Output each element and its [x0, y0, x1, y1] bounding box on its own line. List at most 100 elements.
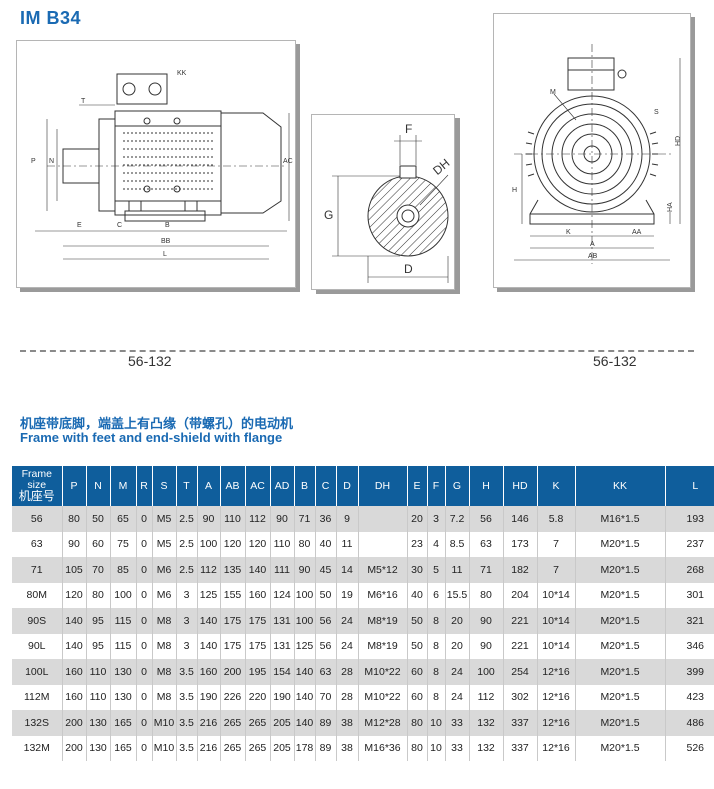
table-cell: M16*1.5 — [574, 506, 665, 532]
table-cell: 80 — [406, 735, 427, 761]
table-cell: 45 — [314, 557, 336, 583]
label-bb: BB — [161, 238, 171, 245]
table-cell: 216 — [196, 735, 220, 761]
table-cell: 10 — [426, 735, 445, 761]
cell-frame-size: 56 — [12, 506, 62, 532]
table-cell: 175 — [219, 608, 245, 634]
table-cell: M20*1.5 — [574, 608, 665, 634]
table-cell: 221 — [502, 608, 537, 634]
table-cell: 8.5 — [444, 531, 469, 557]
table-cell: 56 — [468, 506, 503, 532]
table-cell: M20*1.5 — [574, 735, 665, 761]
label-l: L — [163, 251, 167, 258]
label-e: E — [77, 222, 82, 229]
table-cell: 125 — [196, 582, 220, 608]
table-cell — [357, 531, 407, 557]
table-cell: 28 — [335, 659, 358, 685]
table-cell: 112 — [468, 684, 503, 710]
table-cell: 265 — [219, 735, 245, 761]
header-cell: AB — [219, 466, 245, 506]
table-cell: 195 — [244, 659, 270, 685]
table-cell: 140 — [244, 557, 270, 583]
table-cell: 24 — [444, 659, 469, 685]
table-cell: 8 — [426, 659, 445, 685]
table-cell: 3.5 — [175, 735, 197, 761]
table-cell: 3 — [175, 633, 197, 659]
table-cell: M10*22 — [357, 659, 407, 685]
table-cell: 63 — [314, 659, 336, 685]
header-cell: B — [293, 466, 315, 506]
table-cell: 237 — [664, 531, 714, 557]
table-cell: 130 — [109, 684, 136, 710]
table-cell: M8*19 — [357, 633, 407, 659]
header-cell: KK — [574, 466, 665, 506]
table-cell: 8 — [426, 684, 445, 710]
table-cell: 10*14 — [536, 608, 575, 634]
table-cell: 80 — [468, 582, 503, 608]
table-cell: 0 — [135, 684, 152, 710]
table-cell: 110 — [269, 531, 294, 557]
table-cell: 132 — [468, 735, 503, 761]
table-cell: 12*16 — [536, 659, 575, 685]
table-cell: M5*12 — [357, 557, 407, 583]
label-d: D — [404, 262, 413, 276]
table-cell: 115 — [109, 633, 136, 659]
table-cell: 100 — [109, 582, 136, 608]
table-cell: 20 — [444, 608, 469, 634]
section-divider — [20, 350, 694, 352]
table-cell: 160 — [244, 582, 270, 608]
table-cell: 135 — [219, 557, 245, 583]
side-view-frame: KK T P N AC E C B BB L — [16, 40, 296, 288]
table-cell: 3 — [426, 506, 445, 532]
table-cell: 8 — [426, 633, 445, 659]
table-cell: 0 — [135, 710, 152, 736]
label-c: C — [117, 222, 122, 229]
table-cell: 173 — [502, 531, 537, 557]
table-cell: 7 — [536, 531, 575, 557]
table-cell: 132 — [468, 710, 503, 736]
table-cell: 112 — [196, 557, 220, 583]
table-cell: 80 — [293, 531, 315, 557]
label-aa: AA — [632, 229, 642, 236]
table-cell: 63 — [468, 531, 503, 557]
table-cell: 105 — [61, 557, 86, 583]
table-cell: M20*1.5 — [574, 531, 665, 557]
table-cell: 175 — [244, 633, 270, 659]
table-cell: M6*16 — [357, 582, 407, 608]
table-cell: 115 — [109, 608, 136, 634]
table-cell: M16*36 — [357, 735, 407, 761]
label-g: G — [324, 208, 333, 222]
label-a: A — [590, 241, 595, 248]
label-t: T — [81, 98, 86, 105]
table-cell: 5 — [426, 557, 445, 583]
table-cell: 193 — [664, 506, 714, 532]
table-cell: 226 — [219, 684, 245, 710]
table-cell: 423 — [664, 684, 714, 710]
header-cell: H — [468, 466, 503, 506]
header-cell: G — [444, 466, 469, 506]
table-cell: M20*1.5 — [574, 710, 665, 736]
table-cell: 265 — [244, 710, 270, 736]
shaft-section-drawing: F DH G D — [324, 122, 452, 283]
table-cell: 90 — [468, 633, 503, 659]
table-cell: 50 — [85, 506, 110, 532]
table-cell: 36 — [314, 506, 336, 532]
cell-frame-size: 100L — [12, 659, 62, 685]
table-cell: 24 — [444, 684, 469, 710]
header-cell: F — [426, 466, 445, 506]
table-cell: 146 — [502, 506, 537, 532]
table-cell: M6 — [151, 582, 176, 608]
table-cell: 89 — [314, 710, 336, 736]
table-cell — [357, 506, 407, 532]
table-cell: 56 — [314, 608, 336, 634]
table-cell: 10 — [426, 710, 445, 736]
table-cell: 120 — [61, 582, 86, 608]
table-cell: 100 — [196, 531, 220, 557]
table-cell: 20 — [444, 633, 469, 659]
